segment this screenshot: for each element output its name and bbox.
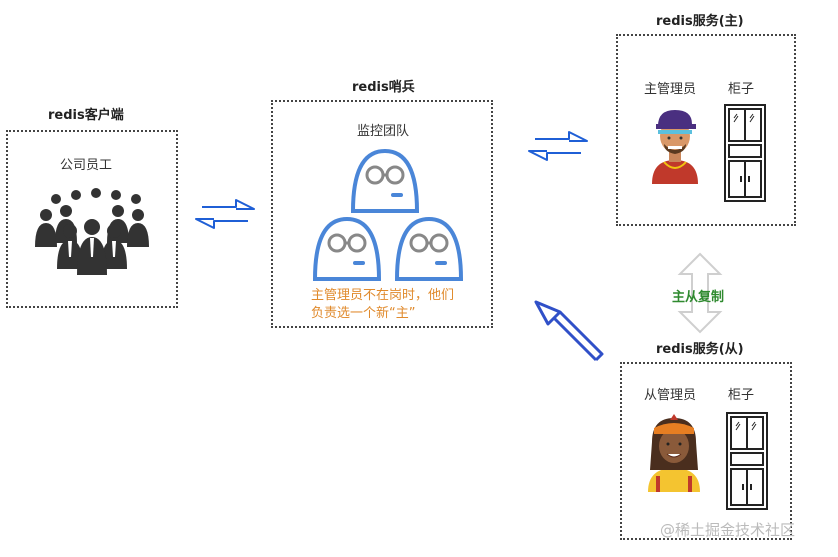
- replication-label: 主从复制: [672, 290, 725, 305]
- master-admin-avatar-icon: [652, 110, 698, 184]
- sentinel-note-line2: 负责选一个新“主”: [311, 306, 416, 321]
- slave-box: 从管理员 柜子: [620, 362, 792, 540]
- sentinel-note-line1: 主管理员不在岗时，他们: [311, 288, 455, 303]
- sentinel-label: 监控团队: [357, 124, 410, 139]
- slave-admin-label: 从管理员: [644, 388, 697, 403]
- watermark: @稀土掘金技术社区: [660, 521, 796, 539]
- slave-cabinet-icon: [726, 412, 768, 510]
- master-cabinet-icon: [724, 104, 766, 202]
- sentinel-box: 监控团队 主管理员不在岗时，他们 负责选一个新“主”: [271, 100, 493, 328]
- diagonal-arrow-icon: [534, 300, 604, 362]
- sentinel-team-icon: [313, 149, 463, 281]
- bidirectional-arrow-icon: [195, 199, 255, 229]
- slave-admin-avatar-icon: [648, 414, 700, 492]
- master-cabinet-label: 柜子: [728, 82, 755, 97]
- master-box: 主管理员 柜子: [616, 34, 796, 226]
- sentinel-title: redis哨兵: [352, 80, 415, 95]
- replication-arrow-icon: [677, 252, 723, 334]
- client-label: 公司员工: [60, 158, 113, 173]
- staff-group-icon: [35, 188, 149, 275]
- client-box: 公司员工: [6, 130, 178, 308]
- master-admin-label: 主管理员: [644, 82, 697, 97]
- bidirectional-arrow-icon: [528, 131, 588, 161]
- slave-title: redis服务(从): [656, 342, 744, 357]
- client-title: redis客户端: [48, 108, 124, 123]
- slave-cabinet-label: 柜子: [728, 388, 755, 403]
- master-title: redis服务(主): [656, 14, 744, 29]
